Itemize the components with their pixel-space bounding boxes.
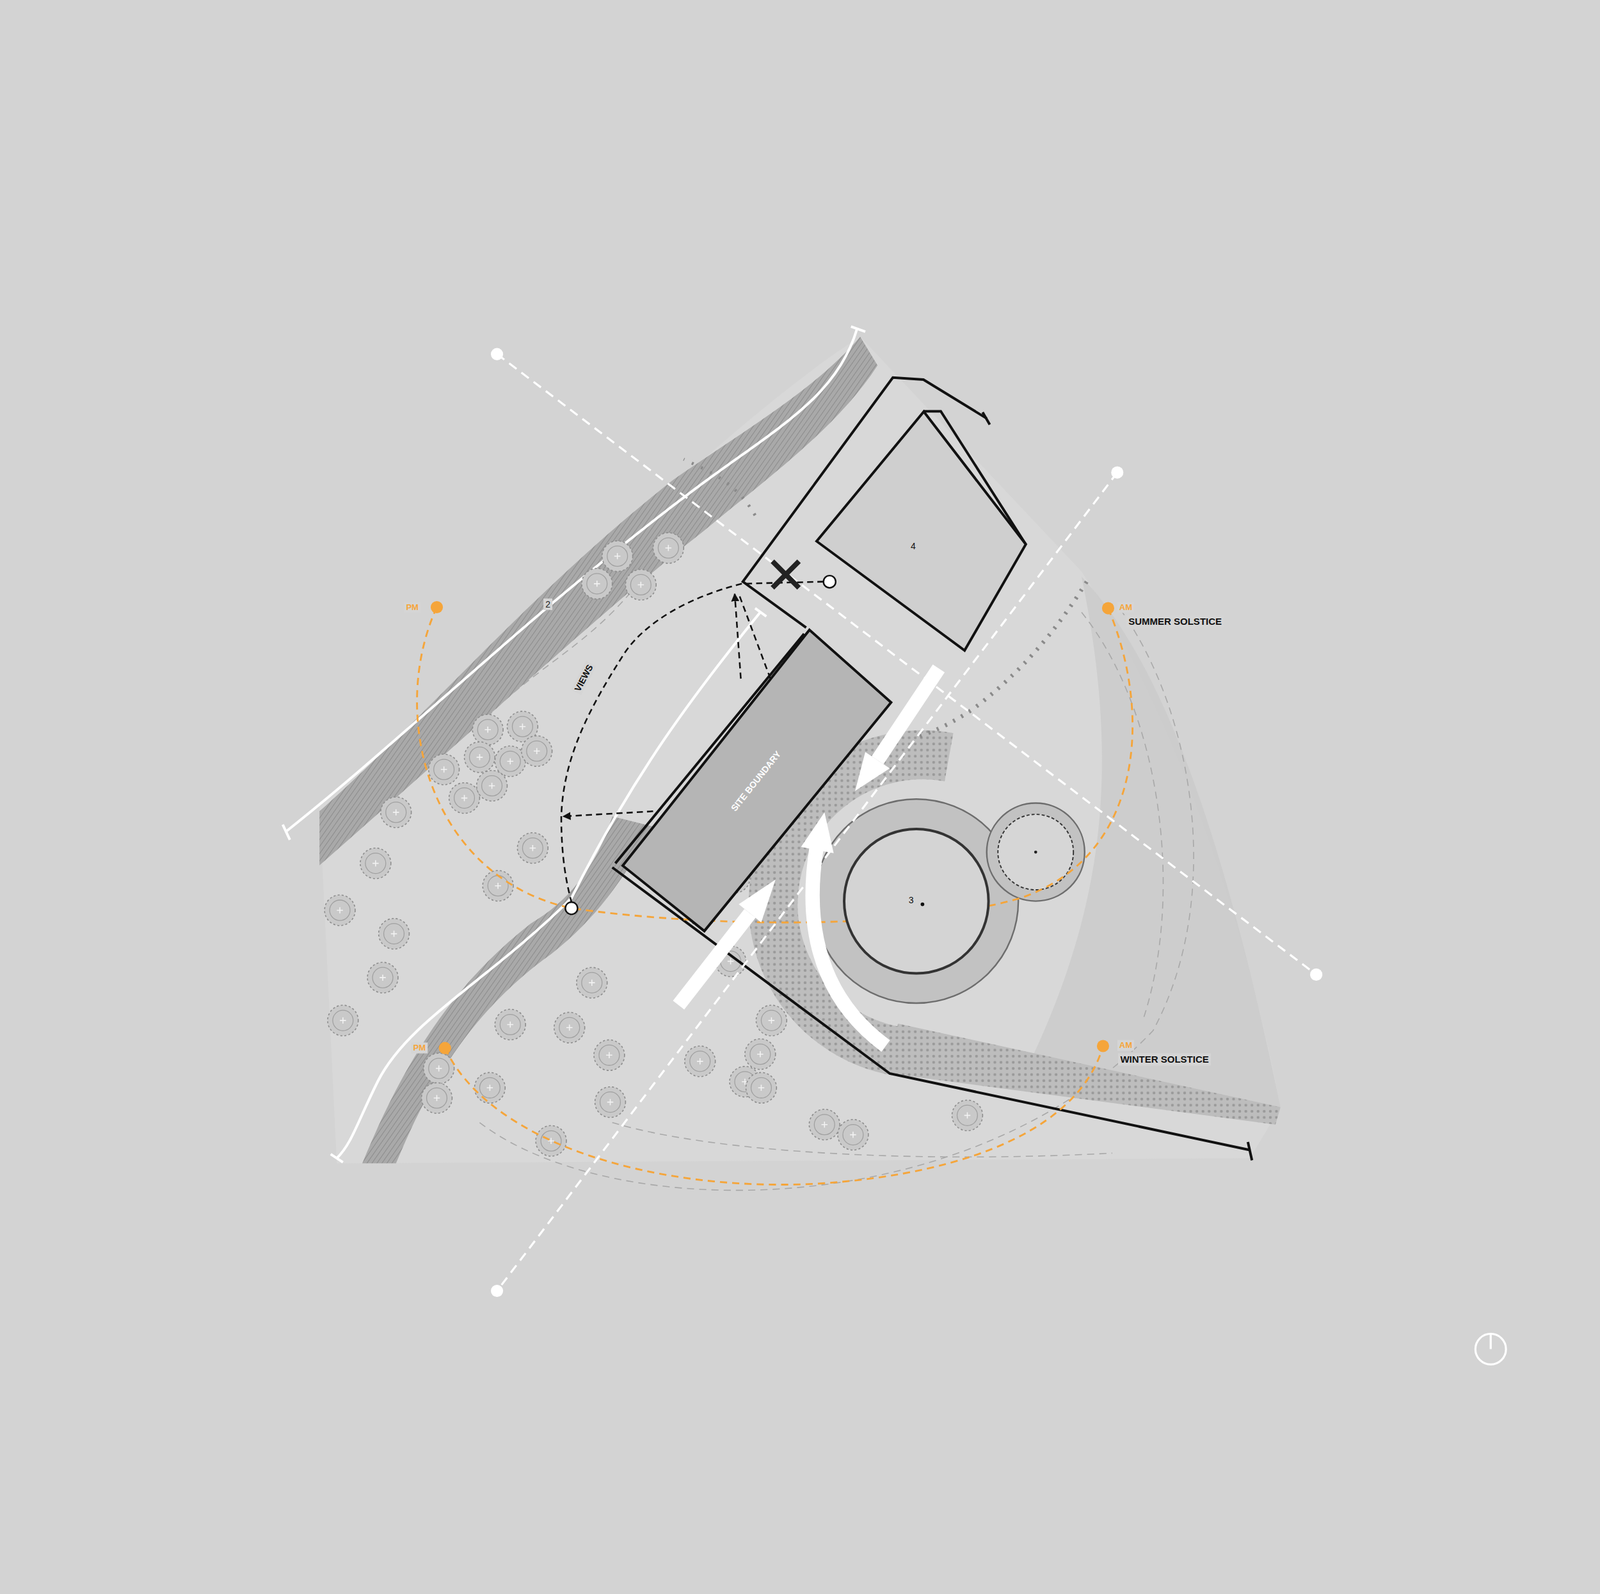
sun-paths bbox=[417, 606, 1133, 1184]
tree bbox=[521, 735, 553, 767]
tree bbox=[684, 1045, 716, 1077]
views-arrow bbox=[734, 593, 742, 679]
views-arrow bbox=[738, 593, 770, 679]
tree bbox=[755, 1004, 787, 1036]
tree bbox=[378, 918, 410, 950]
tree bbox=[554, 1011, 585, 1043]
tree bbox=[593, 1039, 625, 1071]
circular-lawn-shape bbox=[842, 827, 991, 975]
sun-dot bbox=[439, 1041, 452, 1055]
tree bbox=[744, 1038, 776, 1070]
time-label: PM bbox=[403, 601, 421, 613]
flow-arrow-head bbox=[801, 812, 834, 854]
tree bbox=[595, 1086, 626, 1118]
river-band bbox=[362, 816, 653, 1163]
north-line bbox=[1489, 1333, 1492, 1350]
tree bbox=[464, 741, 496, 773]
sun-axes bbox=[497, 353, 1317, 1291]
pool-centre bbox=[1034, 850, 1038, 854]
solstice-label: WINTER SOLSTICE bbox=[1118, 1052, 1211, 1065]
tree bbox=[576, 967, 608, 998]
tree bbox=[421, 1082, 453, 1113]
ring bbox=[814, 798, 1019, 1003]
solstice-label: SUMMER SOLSTICE bbox=[1126, 615, 1224, 628]
boundary-tick bbox=[982, 412, 990, 425]
tree bbox=[746, 1072, 777, 1103]
axis-end bbox=[1111, 466, 1124, 479]
centre-dot bbox=[920, 902, 925, 907]
views-arrow bbox=[563, 810, 653, 816]
shrub-row bbox=[683, 458, 756, 516]
tree bbox=[380, 796, 412, 828]
axis-end bbox=[490, 1284, 504, 1297]
x-mark bbox=[772, 561, 799, 588]
tree bbox=[952, 1099, 984, 1131]
axis-end bbox=[1310, 968, 1323, 981]
tree bbox=[360, 848, 392, 879]
tree bbox=[476, 770, 508, 802]
tree bbox=[428, 753, 460, 785]
sun-axis bbox=[497, 472, 1118, 1291]
time-label: AM bbox=[1117, 1039, 1135, 1051]
tree bbox=[327, 1004, 359, 1036]
site-ground bbox=[319, 336, 1281, 1163]
time-label: PM bbox=[411, 1042, 429, 1054]
sun-dot bbox=[1096, 1039, 1110, 1052]
north-circle bbox=[1475, 1333, 1506, 1365]
building-outline-shape bbox=[816, 411, 1026, 651]
axis-ends bbox=[490, 348, 1323, 1298]
node-label: 4 bbox=[910, 540, 916, 552]
callout-number: 2 bbox=[543, 598, 553, 610]
boundary-tick bbox=[1248, 1141, 1252, 1161]
winter-sun-path bbox=[444, 1045, 1103, 1185]
sun-dot bbox=[1102, 602, 1115, 615]
tree bbox=[474, 1072, 505, 1103]
circular-lawn bbox=[844, 828, 989, 974]
tree bbox=[517, 832, 548, 864]
north-symbol bbox=[1475, 1333, 1506, 1365]
time-label: AM bbox=[1117, 601, 1135, 613]
tree bbox=[652, 532, 684, 564]
contour-line bbox=[1081, 611, 1164, 1021]
tree bbox=[324, 894, 356, 926]
building-outline bbox=[816, 411, 1026, 651]
summer-sun-path bbox=[417, 606, 1133, 922]
tree bbox=[837, 1119, 869, 1151]
flow-arrow-shaft bbox=[877, 668, 939, 760]
tree bbox=[449, 782, 480, 814]
view-point bbox=[565, 901, 578, 914]
tree bbox=[581, 568, 613, 600]
tree bbox=[625, 569, 656, 601]
node-label: 3 bbox=[908, 894, 914, 905]
boundary-lines bbox=[612, 377, 1253, 1161]
view-point bbox=[823, 575, 836, 588]
paving-path bbox=[889, 1023, 1281, 1125]
tree bbox=[494, 1009, 526, 1040]
flow-arrow-head bbox=[738, 879, 776, 923]
tree bbox=[423, 1052, 455, 1084]
sun-dots bbox=[430, 600, 1115, 1055]
tree bbox=[367, 961, 399, 993]
axis-end bbox=[490, 348, 504, 361]
sun-axis bbox=[497, 353, 1317, 975]
sun-dot bbox=[430, 600, 443, 614]
circular-lawn: 3 bbox=[842, 827, 991, 975]
views-label: VIEWS bbox=[570, 660, 597, 696]
tree bbox=[535, 1125, 567, 1156]
ring bbox=[986, 803, 1085, 902]
flow-arrow-shaft bbox=[678, 913, 751, 1005]
tree bbox=[808, 1109, 840, 1140]
building-outline: 4 bbox=[816, 411, 1026, 651]
tree bbox=[472, 714, 504, 745]
tree bbox=[602, 540, 633, 572]
flow-arrow-head bbox=[855, 752, 890, 792]
